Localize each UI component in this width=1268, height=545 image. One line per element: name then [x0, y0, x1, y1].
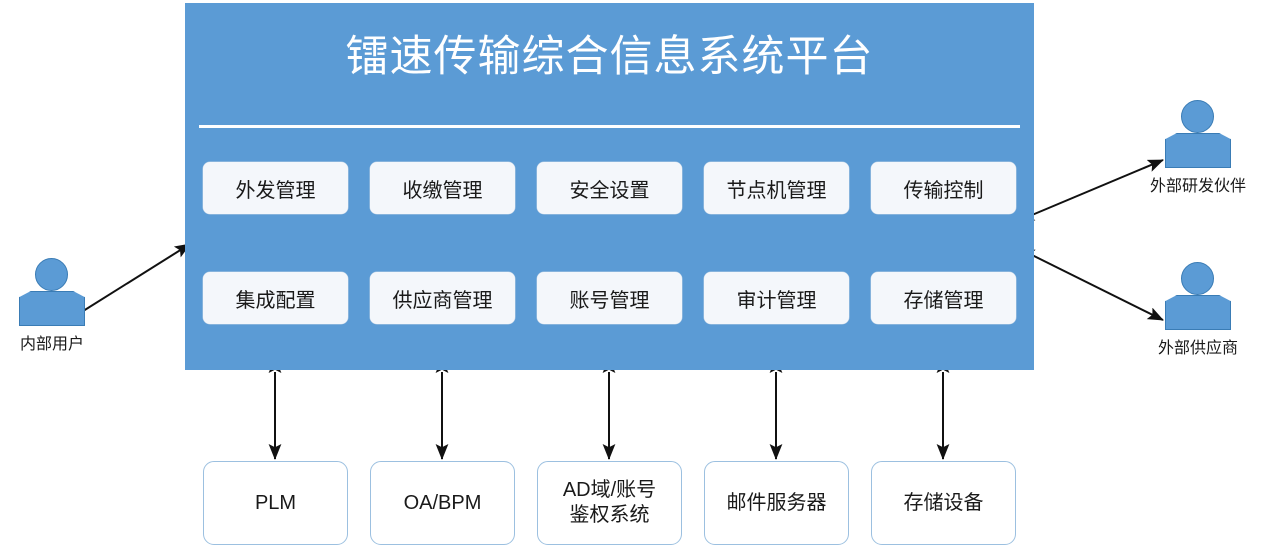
module-tile-label: 传输控制: [903, 179, 984, 202]
actor-external-partner[interactable]: 外部研发伙伴: [1139, 100, 1257, 196]
module-tile-security-settings[interactable]: 安全设置: [537, 162, 682, 214]
module-row-2: 集成配置 供应商管理 账号管理 审计管理 存储管理: [203, 272, 1016, 324]
person-body-icon: [19, 291, 85, 326]
person-icon: [1165, 262, 1231, 330]
system-box-label: OA/BPM: [403, 491, 482, 514]
system-box-label: AD域/账号 鉴权系统: [562, 479, 657, 526]
system-box-plm[interactable]: PLM: [203, 461, 348, 545]
system-box-oa-bpm[interactable]: OA/BPM: [370, 461, 515, 545]
module-tile-supplier-management[interactable]: 供应商管理: [370, 272, 515, 324]
person-icon: [1165, 100, 1231, 168]
module-tile-label: 存储管理: [903, 289, 984, 312]
person-head-icon: [1181, 262, 1214, 295]
person-icon: [19, 258, 85, 326]
module-row-1: 外发管理 收缴管理 安全设置 节点机管理 传输控制: [203, 162, 1016, 214]
person-head-icon: [1181, 100, 1214, 133]
module-tile-storage-management[interactable]: 存储管理: [871, 272, 1016, 324]
module-tile-label: 收缴管理: [402, 179, 483, 202]
module-tile-label: 账号管理: [569, 289, 650, 312]
person-body-icon: [1165, 133, 1231, 168]
module-tile-node-management[interactable]: 节点机管理: [704, 162, 849, 214]
title-divider: [199, 125, 1020, 128]
system-box-label: 存储设备: [903, 491, 984, 514]
module-tile-label: 供应商管理: [392, 289, 493, 312]
module-tile-integration-config[interactable]: 集成配置: [203, 272, 348, 324]
system-box-ad-auth[interactable]: AD域/账号 鉴权系统: [537, 461, 682, 545]
module-tile-account-management[interactable]: 账号管理: [537, 272, 682, 324]
person-body-icon: [1165, 295, 1231, 330]
module-tile-collection[interactable]: 收缴管理: [370, 162, 515, 214]
actor-internal-user[interactable]: 内部用户: [4, 258, 100, 354]
external-systems-row: PLM OA/BPM AD域/账号 鉴权系统 邮件服务器 存储设备: [203, 461, 1016, 545]
module-tile-label: 外发管理: [235, 179, 316, 202]
platform-panel: 镭速传输综合信息系统平台 外发管理 收缴管理 安全设置 节点机管理 传输控制 集…: [185, 3, 1034, 370]
connector-external-partner: [1018, 159, 1164, 221]
system-box-label: 邮件服务器: [726, 491, 827, 514]
actor-label: 外部研发伙伴: [1149, 178, 1246, 195]
module-tile-audit-management[interactable]: 审计管理: [704, 272, 849, 324]
module-tile-transfer-control[interactable]: 传输控制: [871, 162, 1016, 214]
connector-external-supplier: [1018, 248, 1164, 321]
system-box-label: PLM: [254, 491, 297, 514]
person-head-icon: [35, 258, 68, 291]
actor-label: 内部用户: [19, 336, 84, 353]
module-tile-label: 节点机管理: [726, 179, 827, 202]
system-box-mail-server[interactable]: 邮件服务器: [704, 461, 849, 545]
page-title: 镭速传输综合信息系统平台: [345, 33, 874, 81]
actor-external-supplier[interactable]: 外部供应商: [1139, 262, 1257, 358]
module-tile-outbound[interactable]: 外发管理: [203, 162, 348, 214]
actor-label: 外部供应商: [1157, 340, 1238, 357]
connector-internal-user: [59, 243, 191, 326]
module-tile-label: 安全设置: [569, 179, 650, 202]
module-tile-label: 审计管理: [736, 289, 817, 312]
system-box-storage-device[interactable]: 存储设备: [871, 461, 1016, 545]
module-tile-label: 集成配置: [235, 289, 316, 312]
